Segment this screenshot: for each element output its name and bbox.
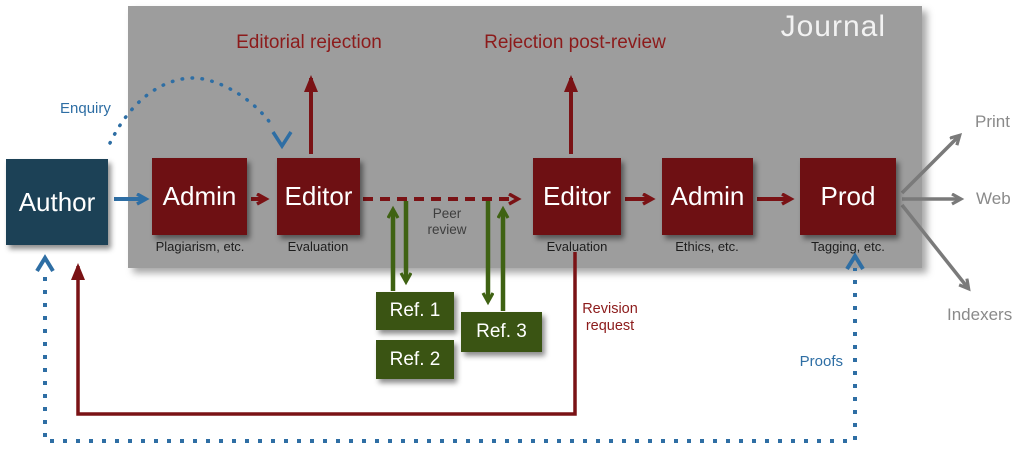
label-editorial-rejection: Editorial rejection	[236, 32, 382, 53]
label-print: Print	[975, 112, 1010, 131]
node-editor-evaluation: Editor	[277, 158, 360, 235]
label-web: Web	[976, 189, 1011, 208]
node-ref1-label: Ref. 1	[389, 300, 441, 321]
node-ref1: Ref. 1	[376, 292, 454, 330]
label-indexers: Indexers	[947, 305, 1013, 324]
journal-container	[128, 6, 922, 268]
label-revision-request: Revision request	[582, 301, 638, 334]
node-prod-sublabel: Tagging, etc.	[811, 239, 885, 254]
line-proofs-dotted	[43, 268, 857, 443]
node-author-label: Author	[18, 186, 96, 217]
node-admin-ethics-sublabel: Ethics, etc.	[675, 239, 739, 254]
label-proofs: Proofs	[799, 353, 843, 370]
node-ref2-label: Ref. 2	[389, 348, 441, 370]
node-editor-postreview: Editor	[533, 158, 621, 235]
arrow-revision-request	[71, 252, 577, 416]
node-admin-ethics-label: Admin	[670, 181, 745, 211]
proofs-arrowhead-prod	[845, 252, 865, 271]
node-editor-postreview-label: Editor	[543, 181, 611, 211]
node-admin-intake-sublabel: Plagiarism, etc.	[155, 239, 245, 254]
node-author: Author	[6, 159, 108, 245]
proofs-arrowhead-author	[35, 254, 55, 273]
node-editor-evaluation-sublabel: Evaluation	[287, 239, 349, 254]
enquiry-arrowhead	[271, 131, 293, 150]
node-editor-postreview-sublabel: Evaluation	[546, 239, 608, 254]
node-ref3-label: Ref. 3	[476, 321, 527, 342]
label-rejection-post-review: Rejection post-review	[484, 32, 666, 53]
arrow-prod-to-print	[900, 136, 959, 195]
journal-title: Journal	[780, 10, 886, 43]
node-editor-evaluation-label: Editor	[284, 181, 353, 211]
label-peer-review: Peer review	[427, 206, 467, 237]
node-prod: Prod	[800, 158, 896, 235]
node-admin-ethics: Admin	[662, 158, 753, 235]
label-enquiry: Enquiry	[60, 100, 111, 117]
node-admin-intake-label: Admin	[162, 181, 237, 211]
node-ref2: Ref. 2	[376, 340, 454, 379]
node-admin-intake: Admin	[152, 158, 247, 235]
line-enquiry-dotted-arc	[108, 76, 276, 145]
node-ref3: Ref. 3	[461, 312, 542, 352]
arrow-prod-to-indexers	[900, 203, 968, 288]
node-prod-label: Prod	[820, 181, 876, 211]
